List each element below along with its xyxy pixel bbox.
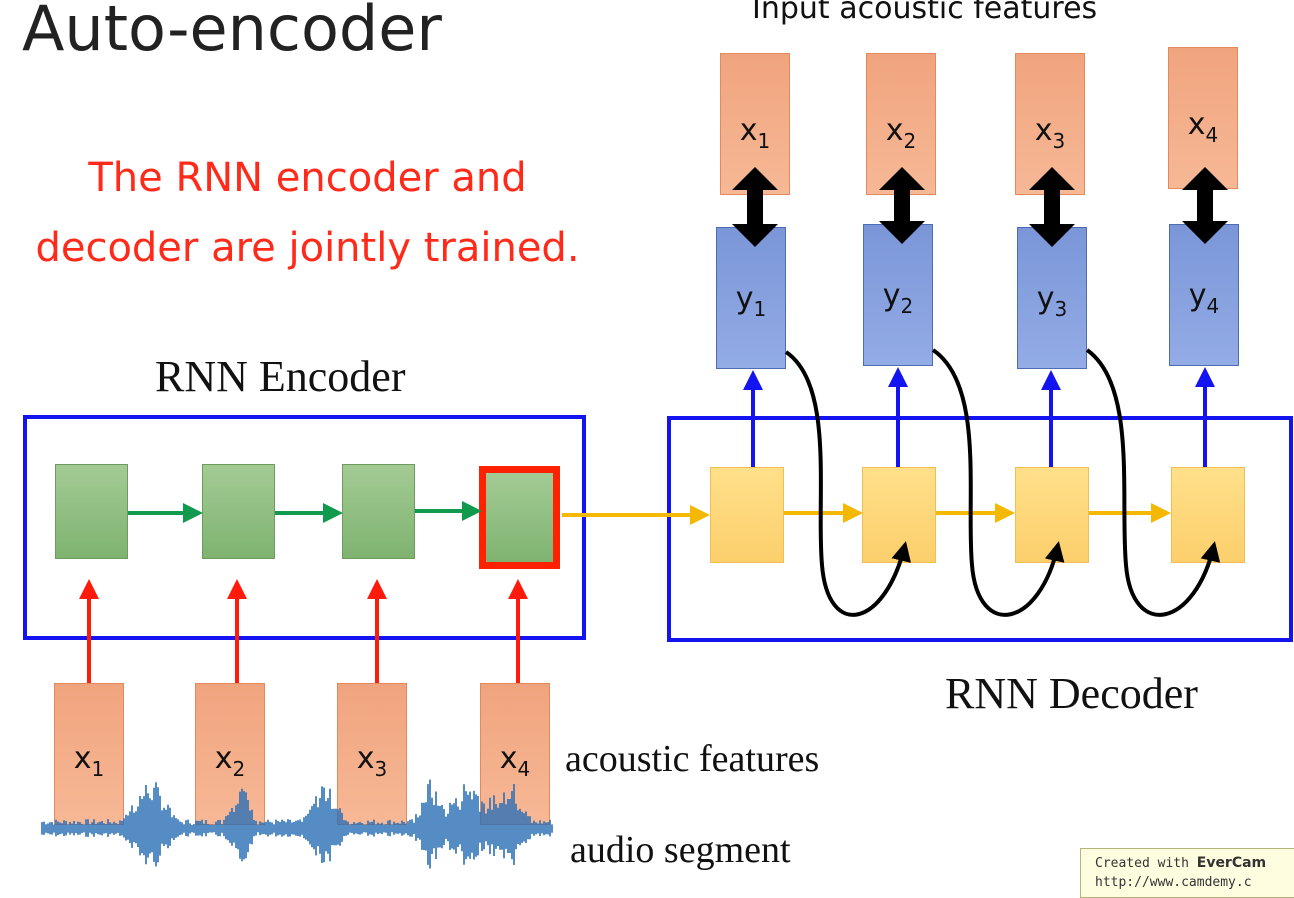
note-line-1: The RNN encoder and bbox=[88, 155, 527, 201]
output-y3-label: y3 bbox=[1036, 281, 1068, 321]
encoder-input-x2-label: x2 bbox=[214, 741, 246, 781]
evercam-watermark: Created with EverCam http://www.camdemy.… bbox=[1080, 848, 1294, 898]
decoder-frame bbox=[667, 416, 1293, 642]
encoder-input-x4-label: x4 bbox=[499, 741, 531, 781]
output-y4: y4 bbox=[1169, 224, 1239, 366]
decoder-title: RNN Decoder bbox=[945, 669, 1198, 718]
encoder-input-x3: x3 bbox=[337, 683, 407, 825]
input-acoustic-features-label: Input acoustic features bbox=[752, 0, 1098, 26]
target-x4-label: x4 bbox=[1187, 107, 1219, 147]
output-y3: y3 bbox=[1017, 227, 1087, 369]
output-y4-label: y4 bbox=[1188, 278, 1220, 318]
encoder-cell bbox=[342, 464, 415, 559]
note-line-2: decoder are jointly trained. bbox=[35, 225, 580, 271]
feedback-curves bbox=[784, 348, 1221, 617]
audio-segment-label: audio segment bbox=[570, 829, 791, 871]
encoder-input-x2: x2 bbox=[195, 683, 265, 825]
encoder-input-x4: x4 bbox=[480, 683, 550, 825]
output-y2-label: y2 bbox=[882, 278, 914, 318]
output-y2: y2 bbox=[863, 224, 933, 366]
reconstruction-double-arrows bbox=[732, 167, 1228, 247]
encoder-title: RNN Encoder bbox=[155, 352, 406, 401]
output-y1: y1 bbox=[716, 227, 786, 369]
decoder-cell bbox=[710, 467, 784, 563]
target-x1: x1 bbox=[720, 53, 790, 195]
encoder-cell bbox=[55, 464, 128, 559]
encoder-input-x1-label: x1 bbox=[73, 741, 105, 781]
target-x1-label: x1 bbox=[739, 113, 771, 153]
encoder-input-x1: x1 bbox=[54, 683, 124, 825]
input-arrows bbox=[79, 579, 528, 683]
target-x2-label: x2 bbox=[885, 113, 917, 153]
target-x3-label: x3 bbox=[1034, 113, 1066, 153]
output-arrows bbox=[743, 367, 1215, 467]
encoder-input-x3-label: x3 bbox=[356, 741, 388, 781]
encoder-final-highlight bbox=[479, 466, 560, 569]
encoder-recurrent-arrows bbox=[128, 501, 482, 523]
encoder-cell bbox=[202, 464, 275, 559]
decoder-recurrent-arrows bbox=[562, 503, 1171, 525]
encoder-frame bbox=[23, 415, 586, 640]
audio-waveform bbox=[41, 779, 553, 869]
slide-title: Auto-encoder bbox=[22, 0, 442, 65]
acoustic-features-label: acoustic features bbox=[565, 738, 820, 780]
output-y1-label: y1 bbox=[735, 281, 767, 321]
target-x4: x4 bbox=[1168, 47, 1238, 189]
encoder-final-cell bbox=[483, 470, 556, 565]
